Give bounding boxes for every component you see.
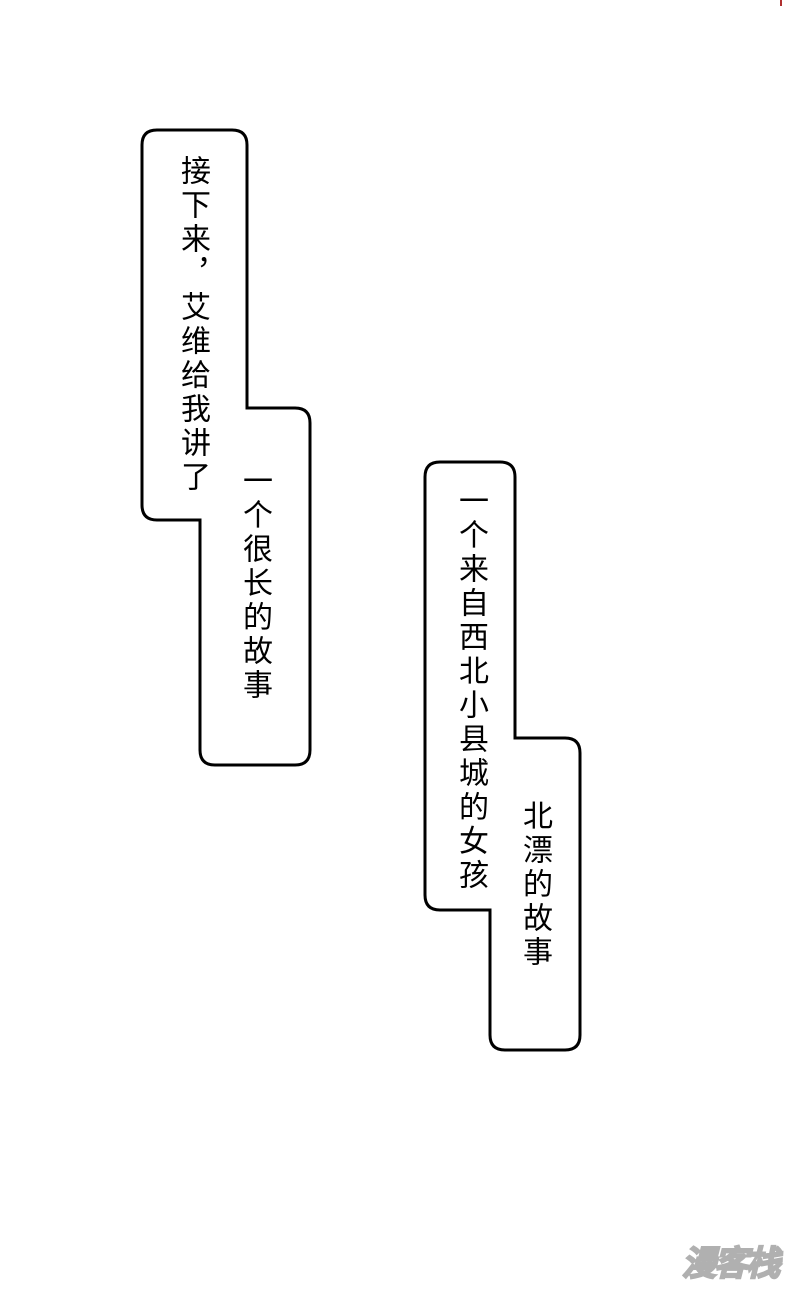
edge-mark xyxy=(780,0,782,6)
watermark-logo: 漫客栈 xyxy=(681,1243,781,1285)
bubble-1-line-2: 一个很长的故事 xyxy=(237,465,272,703)
speech-bubble-1 xyxy=(140,128,312,767)
bubble-2-line-1: 一个来自西北小县城的女孩 xyxy=(453,485,488,893)
bubble-1-line-1: 接下来，艾维给我讲了 xyxy=(175,155,210,495)
speech-bubble-2 xyxy=(423,460,582,1052)
bubble-2-line-2: 北漂的故事 xyxy=(517,800,552,970)
